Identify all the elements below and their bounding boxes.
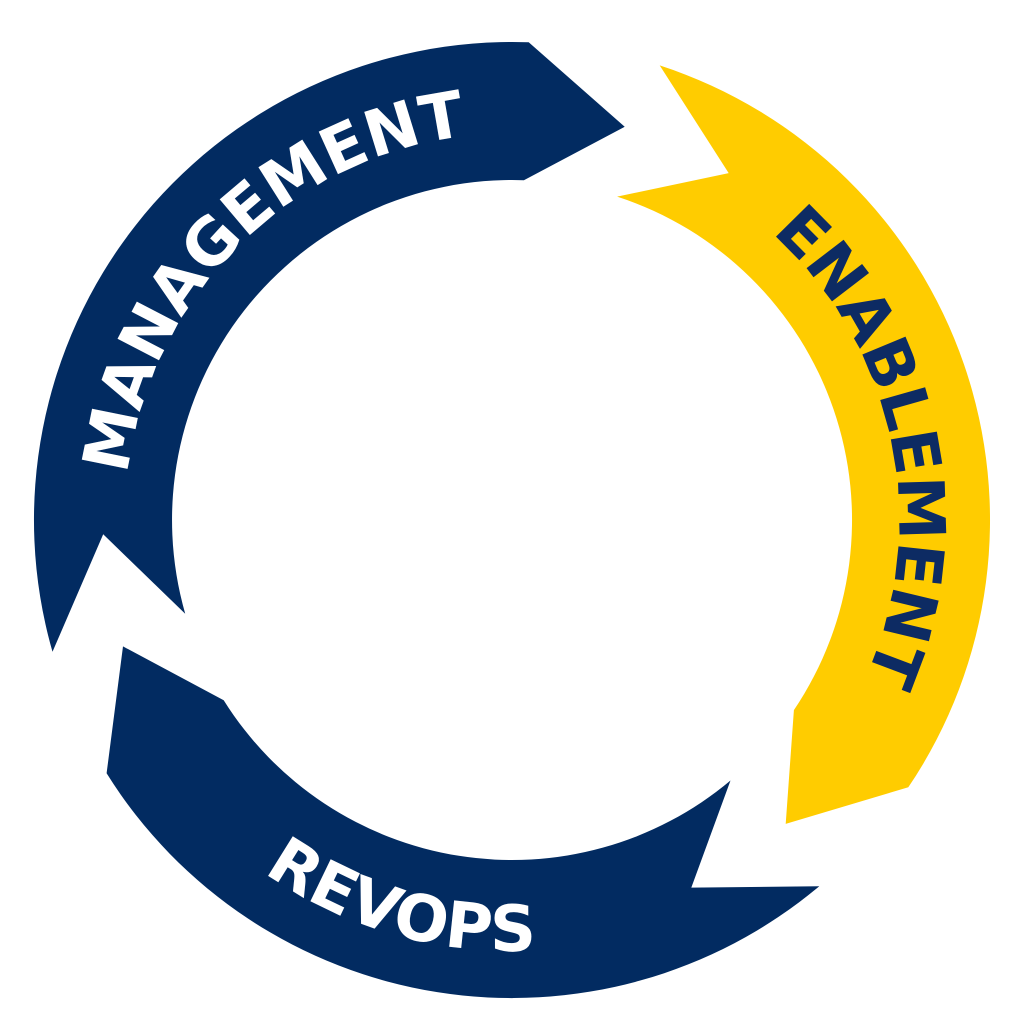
arrow-segment-enablement bbox=[617, 65, 991, 824]
segment-revops: REVOPS bbox=[106, 646, 820, 999]
arrow-segment-revops bbox=[106, 646, 820, 999]
segment-enablement: ENABLEMENT bbox=[617, 65, 991, 824]
segment-management: MANAGEMENT bbox=[33, 42, 625, 652]
arrow-segment-management bbox=[33, 42, 625, 652]
